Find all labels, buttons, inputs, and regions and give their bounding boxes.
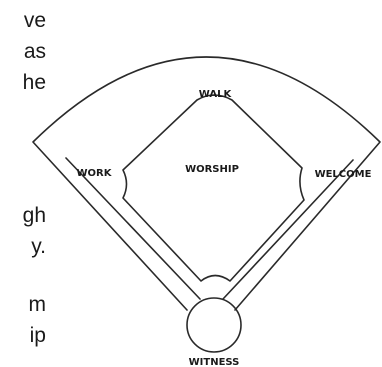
label-worship: WORSHIP: [185, 164, 239, 175]
infield-diamond: [123, 95, 304, 281]
label-work: WORK: [77, 168, 113, 179]
right-inner-foul-line: [223, 160, 353, 299]
label-witness: WITNESS: [189, 357, 240, 367]
label-walk: WALK: [199, 89, 233, 100]
home-plate-circle: [187, 298, 241, 352]
left-inner-foul-line: [66, 158, 200, 299]
label-welcome: WELCOME: [315, 169, 372, 180]
